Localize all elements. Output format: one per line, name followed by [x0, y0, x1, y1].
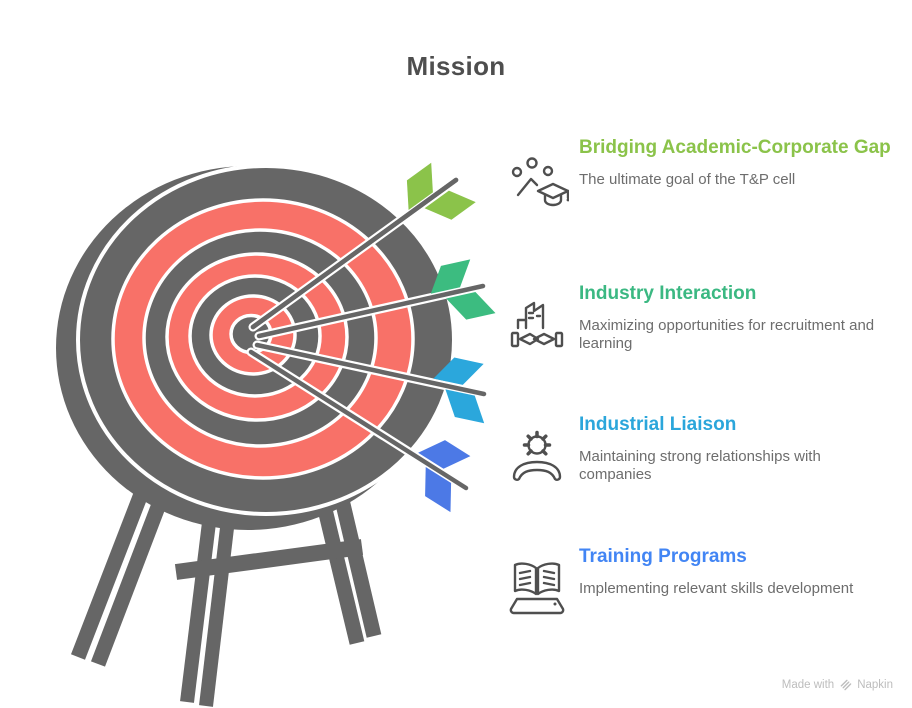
arrow-fletching [418, 440, 471, 513]
arrow-fletching [430, 259, 496, 320]
arrow-fletching [433, 357, 485, 424]
industry-handshake-icon [510, 301, 564, 348]
item-heading: Industrial Liaison [579, 414, 737, 435]
arrows [246, 162, 496, 513]
arrow [246, 347, 471, 513]
item-heading: Industry Interaction [579, 283, 757, 304]
gear-handset-icon [512, 430, 562, 481]
arrow [252, 340, 489, 424]
arrow [248, 162, 476, 332]
watermark-brand: Napkin [857, 678, 893, 691]
item-description: The ultimate goal of the T&P cell [579, 171, 796, 188]
page-title: Mission [406, 51, 506, 81]
watermark-prefix: Made with [781, 678, 835, 691]
stand-crossbar [174, 539, 364, 580]
list-item-bridging-gap: Bridging Academic-Corporate Gap The ulti… [505, 137, 905, 210]
item-description: Maintaining strong relationships with co… [579, 448, 821, 483]
arrow-fletching [406, 162, 476, 220]
item-description: Maximizing opportunities for recruitment… [579, 317, 875, 352]
item-description: Implementing relevant skills development [579, 580, 854, 597]
list-item-training-programs: Training Programs Implementing relevant … [505, 546, 905, 619]
dartboard-illustration [56, 162, 496, 707]
watermark: Made with Napkin [782, 678, 893, 691]
stand-leg [199, 493, 238, 707]
graduation-cap-icon [511, 157, 569, 207]
item-heading: Bridging Academic-Corporate Gap [579, 137, 891, 158]
open-book-icon [509, 562, 565, 615]
arrow [254, 259, 496, 341]
list-item-industrial-liaison: Industrial Liaison Maintaining strong re… [505, 414, 905, 487]
list-item-industry-interaction: Industry Interaction Maximizing opportun… [505, 283, 905, 356]
item-heading: Training Programs [579, 546, 747, 567]
napkin-logo-icon [840, 679, 852, 691]
